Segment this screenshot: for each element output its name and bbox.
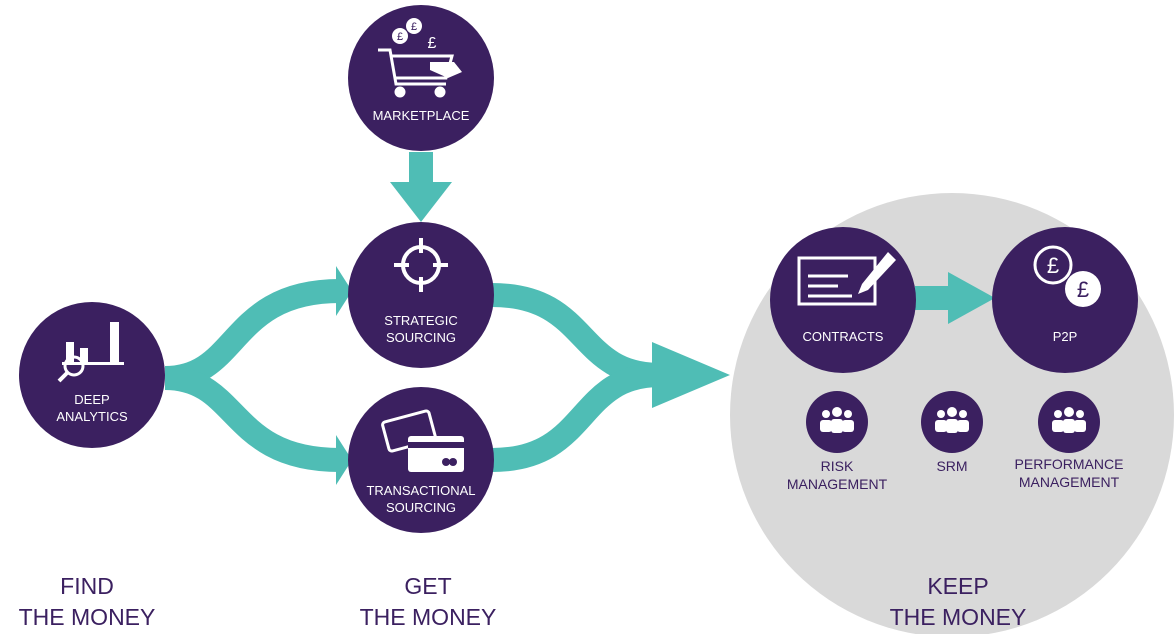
connector-analytics-to-strategic — [164, 279, 341, 390]
contracts-label: CONTRACTS — [803, 329, 884, 344]
credit-cards-icon — [381, 409, 464, 472]
transactional-sourcing-label-1: TRANSACTIONAL — [366, 483, 475, 498]
marketplace-label: MARKETPLACE — [373, 108, 470, 123]
node-p2p[interactable]: £ £ P2P — [992, 227, 1138, 373]
deep-analytics-circle — [19, 302, 165, 448]
srm-label: SRM — [936, 458, 967, 474]
svg-text:£: £ — [1047, 253, 1059, 278]
connector-transactional-to-keep — [491, 363, 661, 472]
node-contracts[interactable]: CONTRACTS — [770, 227, 916, 373]
transactional-sourcing-label-2: SOURCING — [386, 500, 456, 515]
arrowhead-to-strategic-from-top — [390, 182, 452, 222]
strategic-sourcing-label-2: SOURCING — [386, 330, 456, 345]
risk-label-1: RISK — [821, 458, 854, 474]
svg-text:£: £ — [397, 31, 403, 43]
strategic-sourcing-label-1: STRATEGIC — [384, 313, 457, 328]
p2p-label: P2P — [1053, 329, 1078, 344]
stage-get: GET THE MONEY — [360, 573, 497, 630]
node-deep-analytics[interactable]: DEEP ANALYTICS — [19, 302, 165, 448]
stage-keep: KEEP THE MONEY — [890, 573, 1027, 630]
sub-item-risk[interactable]: RISK MANAGEMENT — [787, 391, 888, 492]
connector-strategic-to-keep — [491, 283, 661, 387]
bar-chart-magnifier-icon — [57, 322, 124, 383]
deep-analytics-label-2: ANALYTICS — [56, 409, 128, 424]
pound-coins-icon: £ £ — [1033, 245, 1101, 307]
svg-text:£: £ — [411, 21, 417, 33]
stage-get-line-2: THE MONEY — [360, 604, 497, 630]
performance-label-2: MANAGEMENT — [1019, 474, 1120, 490]
sub-item-srm[interactable]: SRM — [921, 391, 983, 474]
strategic-sourcing-circle — [348, 222, 494, 368]
svg-text:£: £ — [428, 35, 437, 52]
node-strategic-sourcing[interactable]: STRATEGIC SOURCING — [348, 222, 494, 368]
performance-label-1: PERFORMANCE — [1015, 456, 1124, 472]
connector-analytics-to-transactional — [164, 366, 341, 472]
svg-text:£: £ — [1077, 277, 1089, 302]
contracts-circle — [770, 227, 916, 373]
stage-get-line-1: GET — [404, 573, 451, 599]
crosshair-icon — [394, 238, 448, 292]
stage-keep-line-1: KEEP — [927, 573, 988, 599]
deep-analytics-label-1: DEEP — [74, 392, 109, 407]
node-transactional-sourcing[interactable]: TRANSACTIONAL SOURCING — [348, 387, 494, 533]
stage-keep-line-2: THE MONEY — [890, 604, 1027, 630]
arrowhead-to-p2p — [948, 272, 995, 324]
p2p-circle — [992, 227, 1138, 373]
stage-find-line-2: THE MONEY — [19, 604, 156, 630]
flow-connectors — [164, 152, 953, 472]
node-marketplace[interactable]: £ £ £ MARKETPLACE — [348, 5, 494, 151]
arrowhead-to-strategic — [336, 266, 352, 316]
arrowhead-to-transactional — [336, 435, 352, 485]
arrowhead-to-keep — [652, 342, 730, 408]
stage-find-line-1: FIND — [60, 573, 114, 599]
arrow-heads — [336, 182, 995, 485]
stage-find: FIND THE MONEY — [19, 573, 156, 630]
risk-label-2: MANAGEMENT — [787, 476, 888, 492]
cart-with-pound-coins-icon: £ £ £ — [378, 18, 462, 98]
sub-item-performance[interactable]: PERFORMANCE MANAGEMENT — [1015, 391, 1124, 490]
contract-with-pen-icon — [797, 252, 896, 306]
